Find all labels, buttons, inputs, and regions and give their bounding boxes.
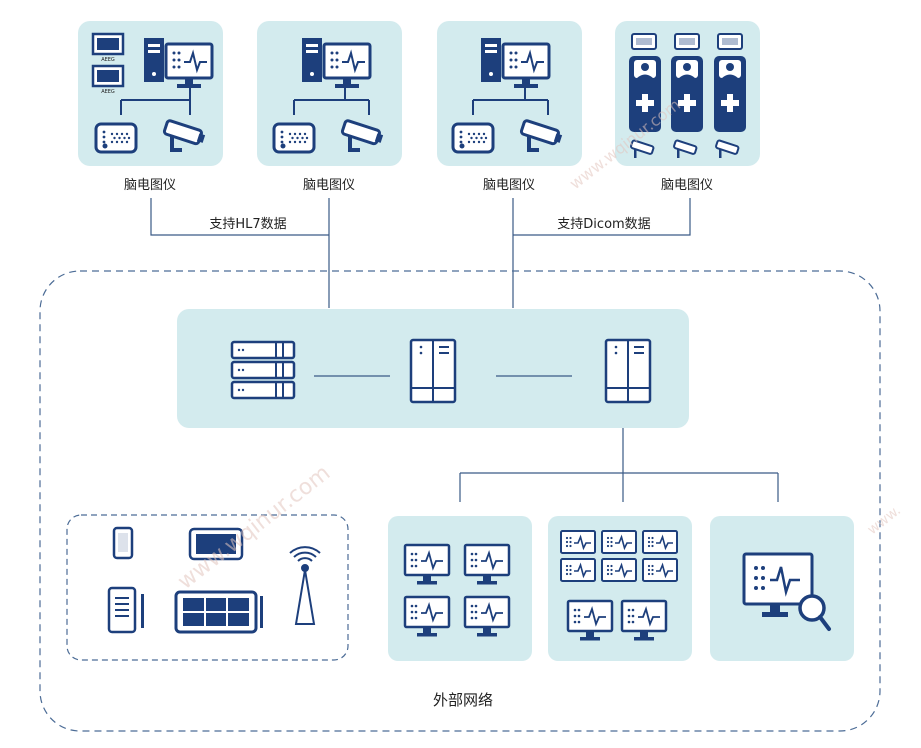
amplifier-icon xyxy=(451,122,495,154)
amplifier-icon xyxy=(94,122,138,154)
aeeg-tag-2: AEEG xyxy=(101,89,115,95)
external-network-boundary xyxy=(39,270,881,732)
storage-server-icon xyxy=(230,340,296,400)
server-tower-icon xyxy=(409,338,457,404)
server-tower-icon-2 xyxy=(604,338,652,404)
workstation-panel-1 xyxy=(388,516,532,661)
device-label-3: 脑电图仪 xyxy=(483,178,535,193)
external-network-label: 外部网络 xyxy=(433,691,493,709)
smartphone-icon xyxy=(112,526,134,560)
tablet-landscape-icon xyxy=(188,527,244,561)
large-tablet-icon xyxy=(174,590,263,634)
device-label-4: 脑电图仪 xyxy=(661,178,713,193)
aeeg-monitor-icon-2 xyxy=(91,64,125,88)
hl7-label: 支持HL7数据 xyxy=(209,217,286,232)
connector-lines xyxy=(120,88,191,115)
aeeg-tag: AEEG xyxy=(101,57,115,63)
connector-lines xyxy=(293,88,370,115)
watermark-3: www. xyxy=(865,502,904,538)
device-label-2: 脑电图仪 xyxy=(303,178,355,193)
data-connection-lines xyxy=(150,198,779,502)
mobile-devices-group xyxy=(66,514,349,661)
amplifier-icon xyxy=(272,122,316,154)
connector-lines xyxy=(472,88,549,115)
monitor-search-icon xyxy=(742,552,831,631)
device-label-1: 脑电图仪 xyxy=(124,178,176,193)
watermark-2: www.wqinur.com xyxy=(173,461,335,595)
aeeg-monitor-icon xyxy=(91,32,125,56)
patient-bed-icons xyxy=(629,33,746,159)
dicom-label: 支持Dicom数据 xyxy=(557,217,650,232)
wireless-antenna-icon xyxy=(289,546,321,625)
tablet-portrait-icon xyxy=(107,586,144,634)
